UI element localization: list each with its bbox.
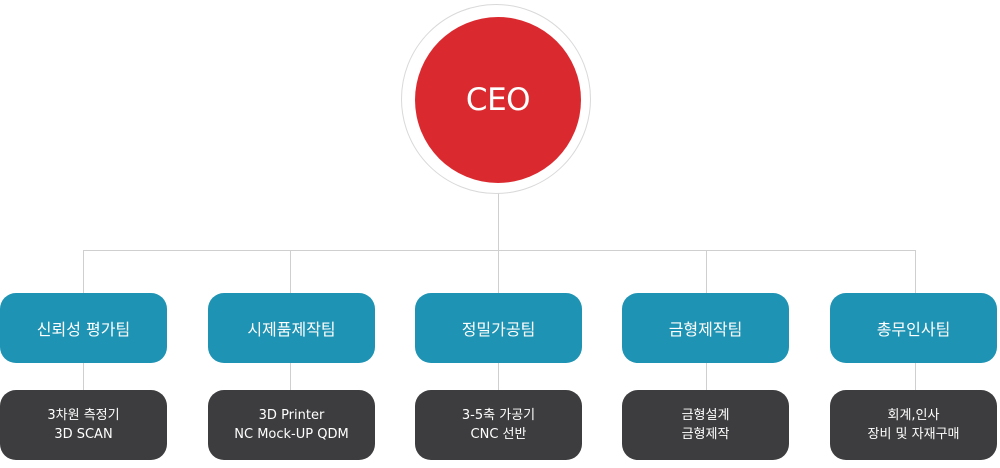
duty-connector-5 <box>915 362 916 392</box>
team-box-reliability: 신뢰성 평가팀 <box>0 293 167 363</box>
team-drop-2 <box>290 250 291 295</box>
team-drop-5 <box>915 250 916 295</box>
duty-line: 3D SCAN <box>54 427 113 442</box>
duty-line: 3차원 측정기 <box>47 408 120 423</box>
team-name: 신뢰성 평가팀 <box>36 320 131 339</box>
duty-connector-1 <box>83 362 84 392</box>
duty-line: 3-5축 가공기 <box>461 408 536 423</box>
ceo-label: CEO <box>465 82 531 118</box>
duty-line: 회계,인사 <box>887 408 940 423</box>
team-drop-4 <box>706 250 707 295</box>
duty-connector-4 <box>706 362 707 392</box>
team-drop-1 <box>83 250 84 295</box>
duty-connector-2 <box>290 362 291 392</box>
duty-box-prototype: 3D Printer NC Mock-UP QDM <box>208 390 375 460</box>
ceo-node: CEO <box>415 17 581 183</box>
team-bus-line <box>83 250 916 251</box>
duty-line: 금형제작 <box>681 427 730 442</box>
team-box-admin: 총무인사팀 <box>830 293 997 363</box>
duty-line: 금형설계 <box>681 408 730 423</box>
team-drop-3 <box>498 250 499 295</box>
duty-line: 3D Printer <box>258 408 325 423</box>
team-name: 금형제작팀 <box>668 320 743 339</box>
team-name: 총무인사팀 <box>876 320 951 339</box>
team-name: 시제품제작팀 <box>247 320 336 339</box>
duty-box-precision: 3-5축 가공기 CNC 선반 <box>415 390 582 460</box>
ceo-connector <box>498 193 499 250</box>
duty-box-mold: 금형설계 금형제작 <box>622 390 789 460</box>
duty-line: 장비 및 자재구매 <box>867 427 960 442</box>
duty-line: NC Mock-UP QDM <box>234 427 349 442</box>
team-box-mold: 금형제작팀 <box>622 293 789 363</box>
duty-box-reliability: 3차원 측정기 3D SCAN <box>0 390 167 460</box>
duty-connector-3 <box>498 362 499 392</box>
duty-line: CNC 선반 <box>470 427 527 442</box>
team-box-prototype: 시제품제작팀 <box>208 293 375 363</box>
duty-box-admin: 회계,인사 장비 및 자재구매 <box>830 390 997 460</box>
team-box-precision: 정밀가공팀 <box>415 293 582 363</box>
team-name: 정밀가공팀 <box>461 320 536 339</box>
